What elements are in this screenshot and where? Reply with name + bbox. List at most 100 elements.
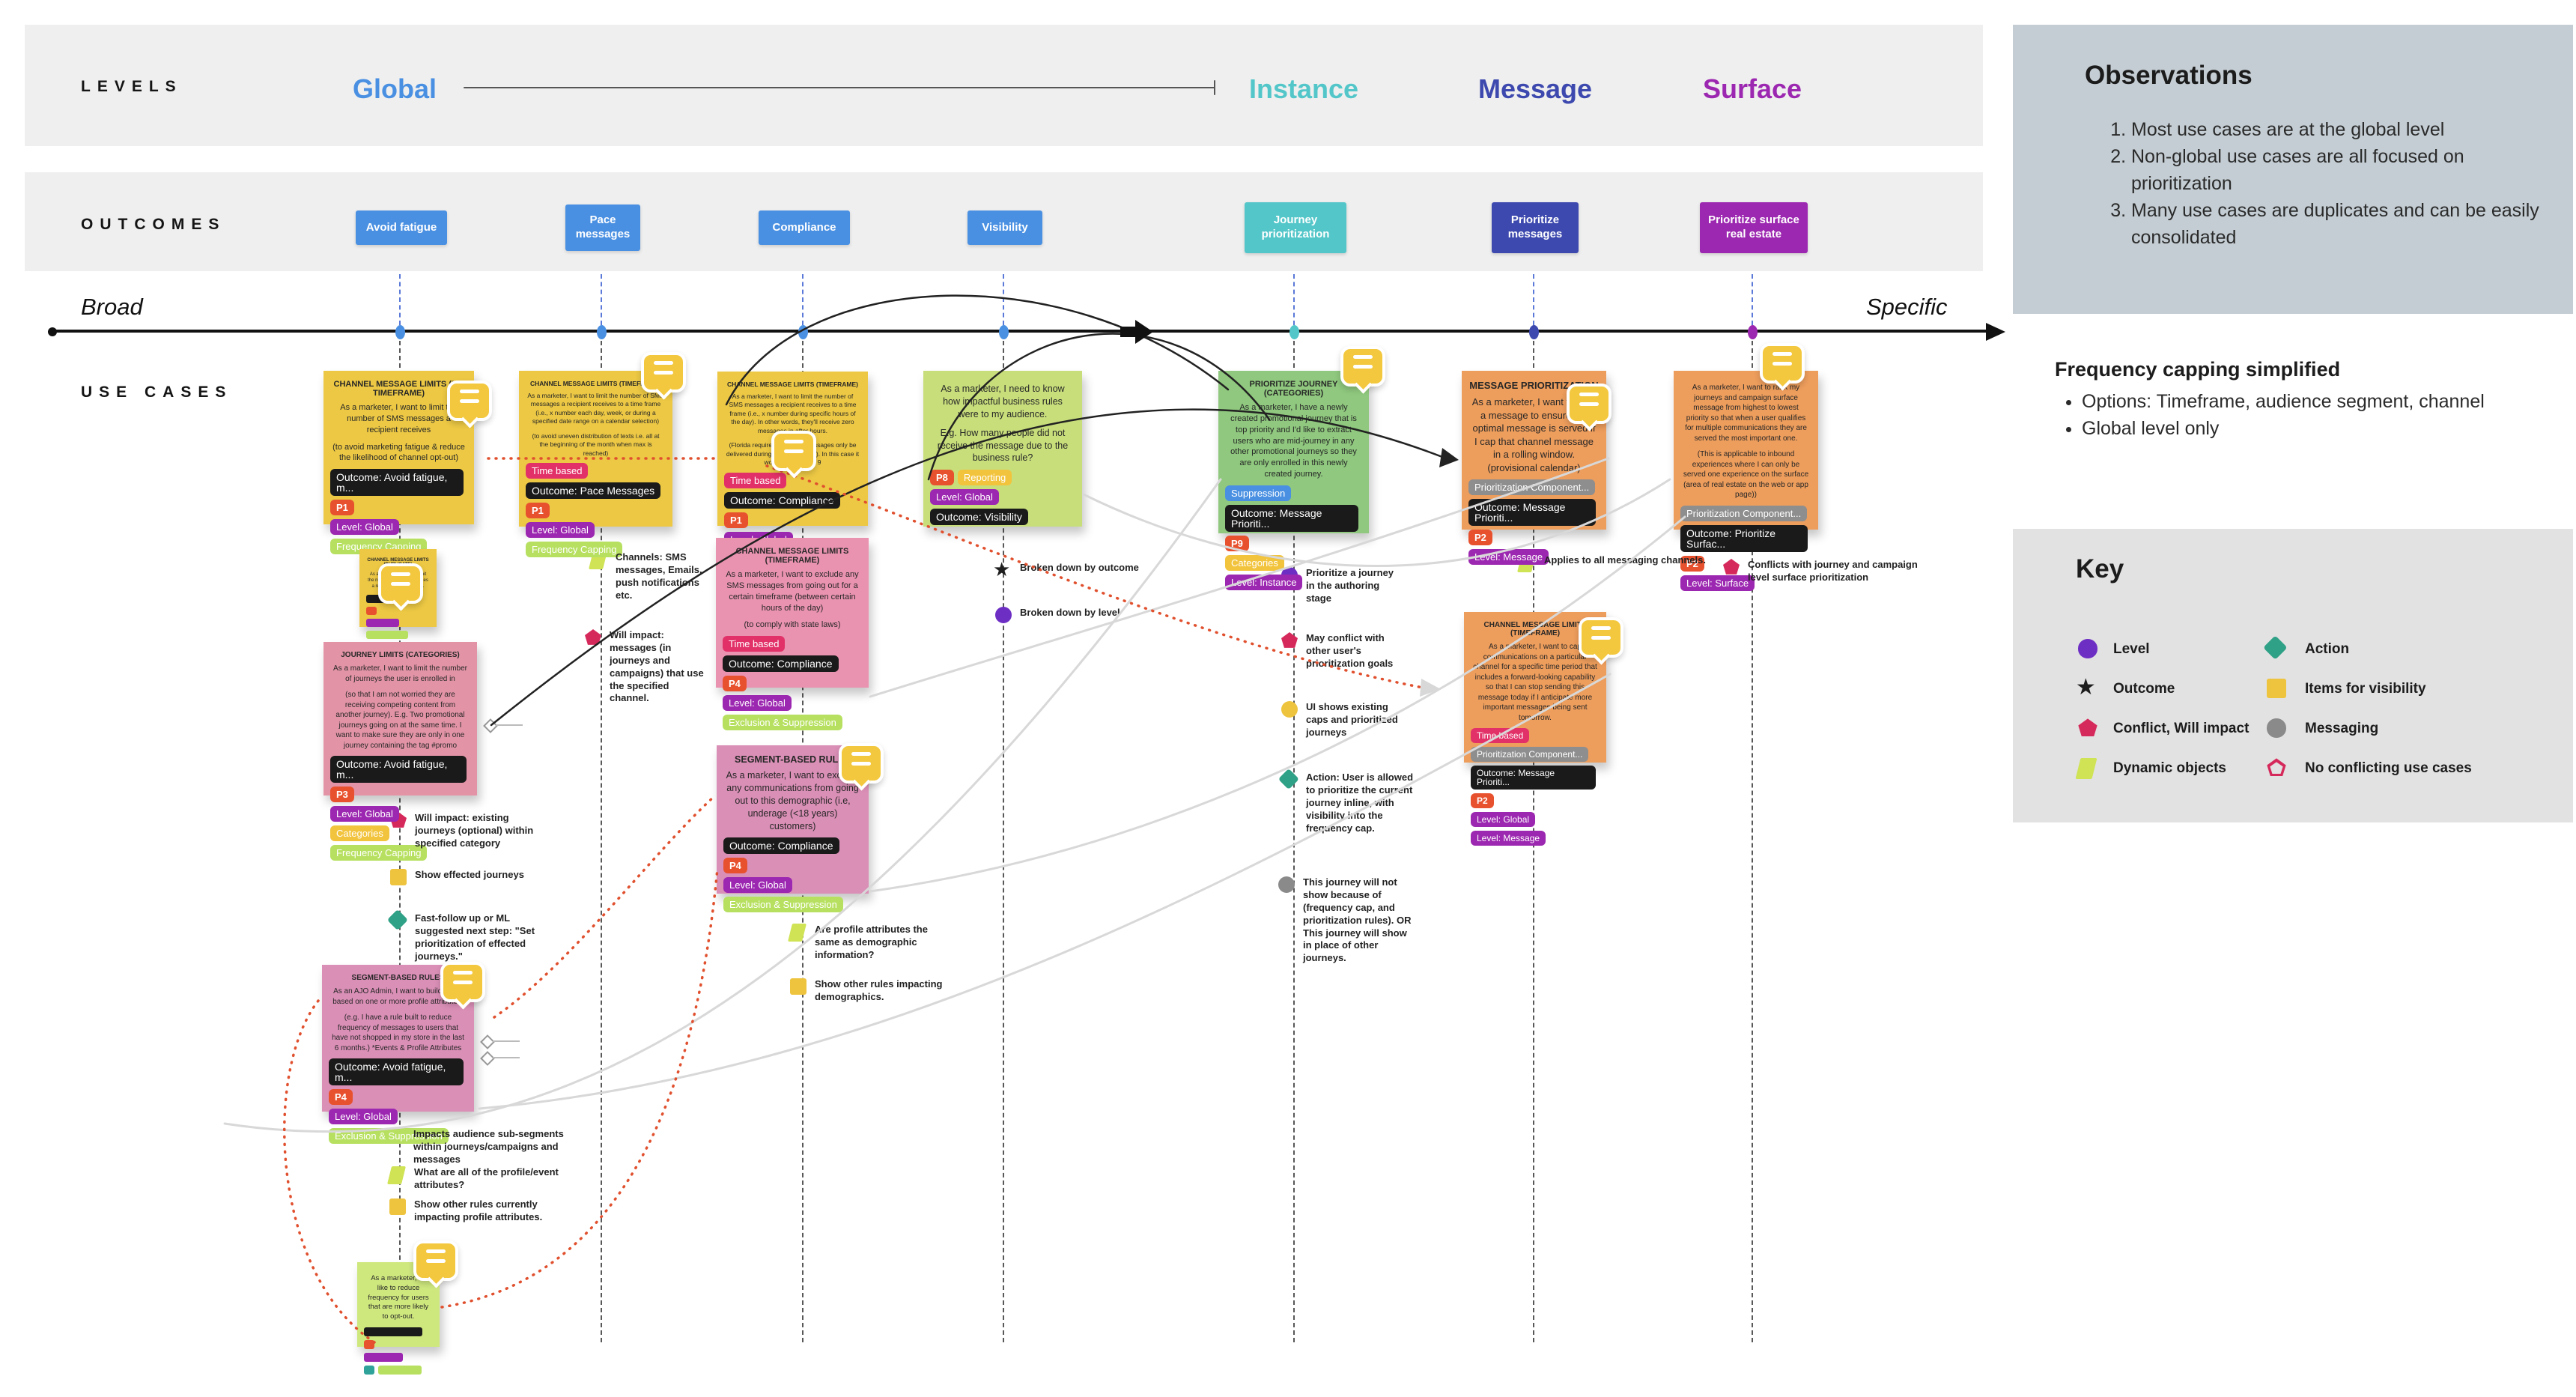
level-label-surface: Surface: [1702, 73, 1802, 104]
tag-pill[interactable]: Outcome: Compliance: [724, 491, 840, 509]
outcome-chip-prioritize-messages[interactable]: Prioritize messages: [1492, 202, 1579, 253]
tag-pill[interactable]: P8: [930, 470, 954, 486]
tag-pill[interactable]: Outcome: Message Prioriti...: [1471, 766, 1596, 790]
tag-pill[interactable]: Level: Surface: [1680, 575, 1755, 591]
outcome-chip-avoid-fatigue[interactable]: Avoid fatigue: [356, 210, 447, 245]
tag-pill[interactable]: Time based: [526, 463, 589, 479]
marker-caption: Fast-follow up or ML suggested next step…: [415, 912, 535, 962]
tag-pill[interactable]: Level: Global: [723, 695, 792, 712]
tag-pill[interactable]: [366, 607, 377, 616]
tag-pill[interactable]: P4: [723, 676, 747, 692]
tag-pill[interactable]: Frequency Capping: [526, 542, 623, 558]
tag-pill[interactable]: Reporting: [957, 470, 1012, 486]
tag-pill[interactable]: P2: [1680, 555, 1704, 572]
tag-pill[interactable]: Prioritization Component...: [1468, 479, 1596, 496]
comment-icon[interactable]: [378, 563, 423, 611]
tag-pill[interactable]: [366, 631, 408, 640]
tag-pill[interactable]: P1: [724, 512, 748, 528]
outcome-chip-visibility[interactable]: Visibility: [967, 210, 1042, 245]
comment-icon[interactable]: [1579, 617, 1623, 665]
marker-caption: Show other rules currently impacting pro…: [414, 1198, 543, 1222]
tag-pill[interactable]: Outcome: Message Prioriti...: [1225, 504, 1358, 532]
outcome-chip-pace-messages[interactable]: Pace messages: [565, 204, 640, 251]
outcome-chip-prioritize-surface-real-estate[interactable]: Prioritize surface real estate: [1700, 202, 1808, 253]
comment-icon[interactable]: [413, 1240, 458, 1288]
sticky-note-body: (to comply with state laws): [744, 620, 841, 630]
axis-specific-label: Specific: [1866, 294, 1948, 320]
tag-pill[interactable]: [364, 1327, 422, 1337]
tag-pill[interactable]: Outcome: Avoid fatigue, m...: [330, 469, 464, 497]
tag-pill[interactable]: Outcome: Visibility: [930, 509, 1028, 526]
tag-pill[interactable]: Outcome: Prioritize Surfac...: [1680, 524, 1808, 552]
star-icon: ★: [993, 558, 1011, 581]
tag-pill[interactable]: [366, 619, 399, 628]
comment-icon[interactable]: [1340, 346, 1385, 394]
tag-pill[interactable]: Outcome: Message Prioriti...: [1468, 499, 1596, 527]
axis-start-dot: [48, 327, 57, 336]
tag-pill[interactable]: Level: Global: [723, 877, 792, 894]
tag-pill[interactable]: Exclusion & Suppression: [723, 897, 843, 913]
axis-broad-label: Broad: [81, 294, 143, 320]
tag-pill[interactable]: Level: Message: [1468, 549, 1549, 566]
tag-pill[interactable]: P4: [329, 1089, 353, 1105]
tag-pill[interactable]: [364, 1340, 374, 1350]
sticky-note[interactable]: CHANNEL MESSAGE LIMITS (TIMEFRAME)As a m…: [716, 538, 869, 731]
tag-pill[interactable]: Time based: [724, 472, 787, 488]
tag-pill[interactable]: Level: Global: [330, 519, 399, 536]
tag-pill[interactable]: P1: [330, 500, 354, 516]
sticky-note-body: As a marketer, I want to limit the numbe…: [340, 403, 458, 434]
sticky-note-title: CHANNEL MESSAGE LIMITS (TIMEFRAME): [726, 381, 859, 388]
comment-icon[interactable]: [771, 431, 816, 479]
tag-pill[interactable]: Categories: [1225, 554, 1284, 571]
sticky-note[interactable]: CHANNEL MESSAGE LIMITS (TIMEFRAME)As a m…: [519, 371, 672, 558]
connector-handle[interactable]: [480, 1034, 495, 1049]
tag-pill[interactable]: [378, 1366, 422, 1375]
tag-pill[interactable]: Suppression: [1225, 485, 1292, 501]
sticky-note[interactable]: PRIORITIZE JOURNEY (CATEGORIES)As a mark…: [1218, 371, 1369, 590]
tag-pill[interactable]: Exclusion & Suppression: [723, 715, 842, 731]
sticky-note[interactable]: As a marketer, I want to rank my journey…: [1674, 371, 1818, 591]
tag-pill[interactable]: P2: [1471, 793, 1494, 808]
outcome-chip-journey-prioritization[interactable]: Journey prioritization: [1245, 202, 1346, 253]
tag-pill[interactable]: Frequency Capping: [330, 845, 428, 861]
tag-pill[interactable]: Level: Global: [330, 806, 399, 822]
tag-pill[interactable]: Outcome: Compliance: [723, 655, 839, 673]
tag-pill[interactable]: Level: Global: [329, 1109, 398, 1124]
tag-pill[interactable]: Level: Message: [1471, 831, 1546, 846]
tag-pill[interactable]: Prioritization Component...: [1471, 747, 1589, 762]
tag-pill[interactable]: P9: [1225, 535, 1249, 551]
comment-icon[interactable]: [440, 962, 485, 1010]
tag-pill[interactable]: Level: Instance: [1225, 574, 1303, 590]
tag-pill[interactable]: P3: [330, 787, 354, 802]
sticky-note[interactable]: As a marketer, I need to know how impact…: [923, 371, 1082, 527]
tag-pill[interactable]: Outcome: Avoid fatigue, m...: [330, 756, 467, 783]
tag-pill[interactable]: Level: Global: [526, 522, 595, 539]
tag-pill[interactable]: [364, 1353, 403, 1363]
tag-pill[interactable]: P4: [723, 858, 747, 874]
sticky-note-body: As a marketer, I'd like to reduce freque…: [368, 1274, 429, 1321]
tag-pill[interactable]: Time based: [1471, 728, 1530, 743]
comment-icon[interactable]: [839, 743, 884, 791]
marker-caption: UI shows existing caps and prioritized j…: [1306, 701, 1398, 738]
tag-pill[interactable]: Categories: [330, 825, 389, 841]
tag-pill[interactable]: Outcome: Pace Messages: [526, 482, 661, 500]
comment-icon[interactable]: [447, 381, 492, 428]
tag-pill[interactable]: P2: [1468, 530, 1492, 546]
connector-handle[interactable]: [483, 718, 498, 733]
tag-pill[interactable]: Outcome: Compliance: [723, 837, 839, 855]
comment-icon[interactable]: [641, 352, 686, 400]
tag-pill[interactable]: P1: [526, 503, 550, 519]
tag-pill[interactable]: Outcome: Avoid fatigue, m...: [329, 1058, 464, 1085]
comment-icon[interactable]: [1567, 384, 1611, 431]
tag-pill[interactable]: Level: Global: [1471, 812, 1536, 827]
comment-icon[interactable]: [1760, 343, 1805, 391]
connector-handle[interactable]: [480, 1051, 495, 1066]
outcome-chip-compliance[interactable]: Compliance: [759, 210, 850, 245]
para-icon: [386, 1166, 406, 1185]
tag-pill[interactable]: [364, 1366, 374, 1375]
tag-pill[interactable]: Prioritization Component...: [1680, 505, 1808, 521]
sticky-note[interactable]: JOURNEY LIMITS (CATEGORIES)As a marketer…: [323, 642, 477, 861]
tag-pill[interactable]: Time based: [723, 636, 786, 652]
tag-pill[interactable]: Level: Global: [930, 489, 999, 506]
